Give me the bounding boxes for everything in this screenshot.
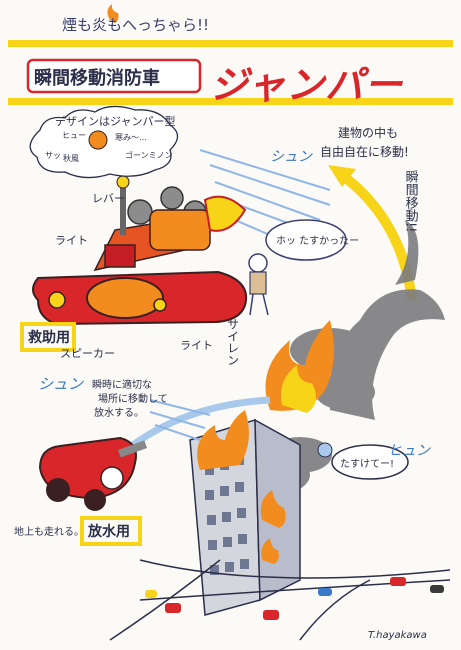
rescue-label-frame — [20, 322, 76, 352]
light-bottom-label: ライト — [180, 339, 213, 352]
water-note-1: 瞬時に適切な — [92, 380, 152, 391]
light-icon — [153, 298, 167, 312]
ground-note: 地上も走れる。 — [14, 527, 84, 538]
header-bar-bottom — [8, 98, 453, 105]
rescued-person — [248, 253, 269, 316]
design-sub-4: 秋風 — [63, 154, 79, 163]
roads — [109, 559, 451, 641]
trapped-person — [317, 442, 333, 458]
shun-top: シュン — [270, 149, 312, 165]
water-note-3: 放水する。 — [94, 408, 144, 419]
firefighter-helmet-icon — [127, 199, 153, 225]
design-sub-3: サッ — [45, 151, 61, 160]
firefighter-helmet-icon — [160, 186, 184, 210]
tagline: 煙も炎もへっちゃら!! — [62, 16, 210, 34]
fire-icon — [197, 320, 334, 564]
rescued-speech: ホッ たすかったー — [276, 236, 360, 247]
arrow-head-icon — [328, 165, 356, 187]
title-big: ジャンパー — [210, 63, 404, 107]
cars — [145, 577, 444, 620]
design-sub-1: ヒュー — [62, 131, 86, 140]
jumper-figure-icon — [88, 130, 108, 150]
wheel-icon — [46, 478, 70, 502]
help-speech: たすけてー! — [340, 459, 395, 470]
design-sub-2: 寒み〜… — [115, 133, 147, 142]
hyun: ヒュン — [388, 443, 430, 459]
signature: T.hayakawa — [368, 630, 427, 641]
lever-icon — [120, 185, 126, 235]
move-anywhere-1: 建物の中も — [338, 126, 399, 140]
rescue-label: 救助用 — [28, 330, 70, 346]
move-anywhere-2: 自由自在に移動! — [320, 145, 409, 159]
water-vehicle — [38, 436, 148, 511]
light-top-label: ライト — [55, 234, 88, 247]
teleport-label: 瞬間移動!! — [402, 170, 418, 233]
water-label: 放水用 — [88, 524, 130, 540]
speed-lines-mid — [149, 399, 211, 441]
tagline-flame-icon — [107, 4, 119, 23]
speaker-icon — [48, 291, 66, 309]
lever-label: レバー — [92, 192, 125, 205]
rescue-vehicle — [32, 175, 248, 326]
speaker-label: スピーカー — [60, 347, 115, 360]
water-label-frame — [80, 516, 142, 546]
siren-label: サイレン — [225, 318, 240, 366]
water-note-2: 場所に移動して — [98, 394, 168, 405]
teleport-arrow — [338, 171, 417, 301]
speech-bubble — [331, 444, 409, 480]
speech-bubble — [265, 219, 347, 261]
shun-mid: シュン — [38, 375, 84, 393]
wheel-icon — [84, 489, 106, 511]
title-box-text: 瞬間移動消防車 — [34, 68, 160, 89]
design-sub-5: ゴーンミノン — [125, 151, 173, 160]
title-box-frame — [26, 58, 202, 94]
header-bar-top — [8, 40, 453, 47]
design-note: デザインはジャンパー型 — [55, 115, 176, 128]
